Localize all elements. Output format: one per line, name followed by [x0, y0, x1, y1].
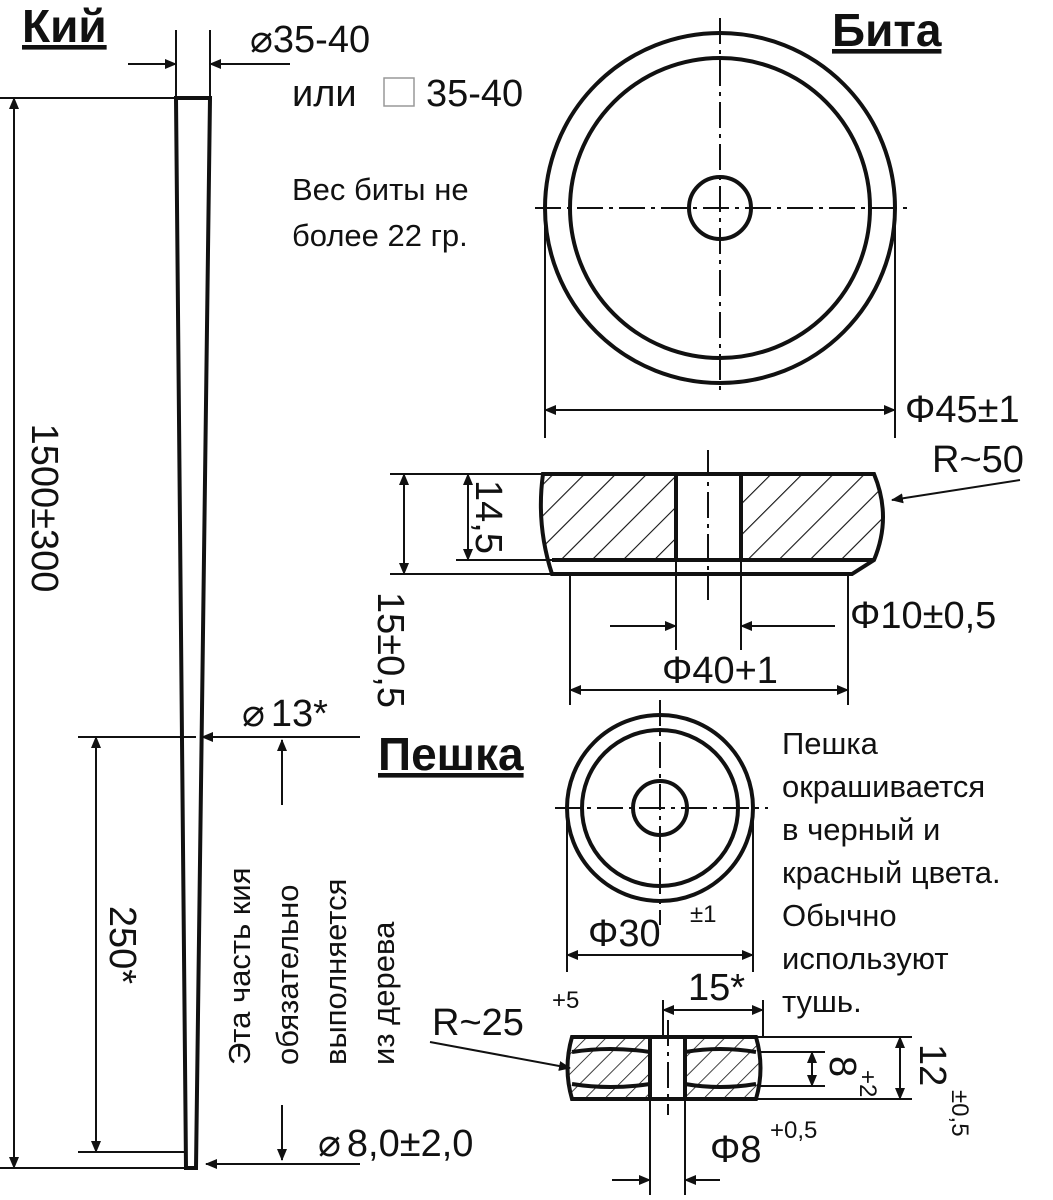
pawn-radius-tolerance: +5	[552, 987, 579, 1014]
striker-weight-note-2: более 22 гр.	[292, 218, 468, 253]
pawn-radius-label: R~25	[432, 1002, 524, 1044]
wood-note: Эта часть кия обязательно выполняется из…	[222, 867, 401, 1065]
pawn-note-line-7: тушь.	[782, 984, 862, 1019]
striker-title: Бита	[832, 4, 942, 56]
pawn-thick-total-label: 12	[911, 1044, 953, 1086]
pawn-thick-inner-tolerance: +2	[854, 1070, 881, 1097]
cue-mid-dia-label: 13*	[271, 693, 328, 735]
pawn-note-line-3: в черный и	[782, 812, 940, 847]
pawn-bottom-chamfer-left	[571, 1082, 651, 1089]
striker-weight-note-1: Вес биты не	[292, 172, 469, 207]
pawn-note-line-1: Пешка	[782, 726, 879, 761]
cue-body	[173, 96, 213, 1170]
svg-text:⌀8,0±2,0: ⌀8,0±2,0	[318, 1123, 473, 1165]
wood-note-line-1: Эта часть кия	[222, 867, 257, 1065]
pawn-section-hatch-left	[568, 1037, 650, 1099]
pawn-bottom-chamfer-right	[684, 1082, 757, 1089]
svg-text:⌀13*: ⌀13*	[242, 693, 328, 735]
striker-base-dia-label: Φ40+1	[662, 650, 778, 692]
pawn-note-line-6: используют	[782, 941, 949, 976]
striker-section-hatch-left	[539, 474, 676, 560]
cue-title: Кий	[22, 0, 107, 52]
cue-top-dia-symbol: ⌀	[250, 19, 273, 61]
pawn-section: Пешка Φ30 ±1 Пешка окрашивается в черный…	[378, 700, 1001, 1195]
striker-section-outline	[538, 472, 885, 576]
square-section-icon	[383, 77, 415, 107]
wood-note-line-2: обязательно	[270, 884, 305, 1065]
pawn-note-line-2: окрашивается	[782, 769, 985, 804]
pawn-outer-dia-label: Φ30	[588, 913, 661, 955]
striker-thick-total-label: 15±0,5	[369, 592, 411, 708]
pawn-top-chamfer-right	[684, 1047, 757, 1054]
striker-outer-dia-label: Φ45±1	[905, 389, 1020, 431]
striker-hole-dia-label: Φ10±0,5	[850, 595, 996, 637]
striker-thick-inner-label: 14,5	[467, 480, 509, 554]
striker-section: Бита Вес биты не более 22 гр. Φ45±1 15±0…	[292, 4, 1024, 708]
cue-tip-dia-symbol: ⌀	[318, 1123, 341, 1165]
striker-radius-label: R~50	[932, 439, 1024, 481]
pawn-radius-leader	[429, 1041, 571, 1071]
cue-top-dia-label: 35-40	[273, 19, 370, 61]
cue-length-label: 1500±300	[23, 424, 65, 593]
striker-radius-leader	[891, 479, 1021, 504]
pawn-thick-inner-label: 8	[821, 1056, 863, 1077]
pawn-top-chamfer-left	[571, 1047, 651, 1054]
pawn-note-line-5: Обычно	[782, 898, 897, 933]
cue-or-text: или	[292, 73, 357, 115]
cue-tip-dia-label: 8,0±2,0	[347, 1123, 474, 1165]
pawn-flat-label: 15*	[688, 967, 745, 1009]
pawn-hole-dia-label: Φ8	[710, 1129, 761, 1171]
cue-mid-dia-symbol: ⌀	[242, 693, 265, 735]
wood-note-line-4: из дерева	[366, 921, 401, 1065]
pawn-thick-total-tolerance: ±0,5	[946, 1090, 973, 1137]
svg-text:⌀35-40: ⌀35-40	[250, 19, 370, 61]
cue-wood-length-label: 250*	[101, 906, 143, 984]
striker-section-hatch-right	[741, 474, 883, 560]
pawn-note-line-4: красный цвета.	[782, 855, 1001, 890]
cue-square-dim-label: 35-40	[426, 73, 523, 115]
wood-note-line-3: выполняется	[318, 879, 353, 1065]
pawn-outer-dia-tolerance: ±1	[690, 901, 717, 928]
pawn-section-hatch-right	[685, 1037, 760, 1099]
pawn-hole-tolerance: +0,5	[770, 1117, 817, 1144]
pawn-title: Пешка	[378, 728, 524, 780]
cue-section: Кий ⌀35-40 или 35-40 1500±300 ⌀13* 250*	[0, 0, 523, 1170]
